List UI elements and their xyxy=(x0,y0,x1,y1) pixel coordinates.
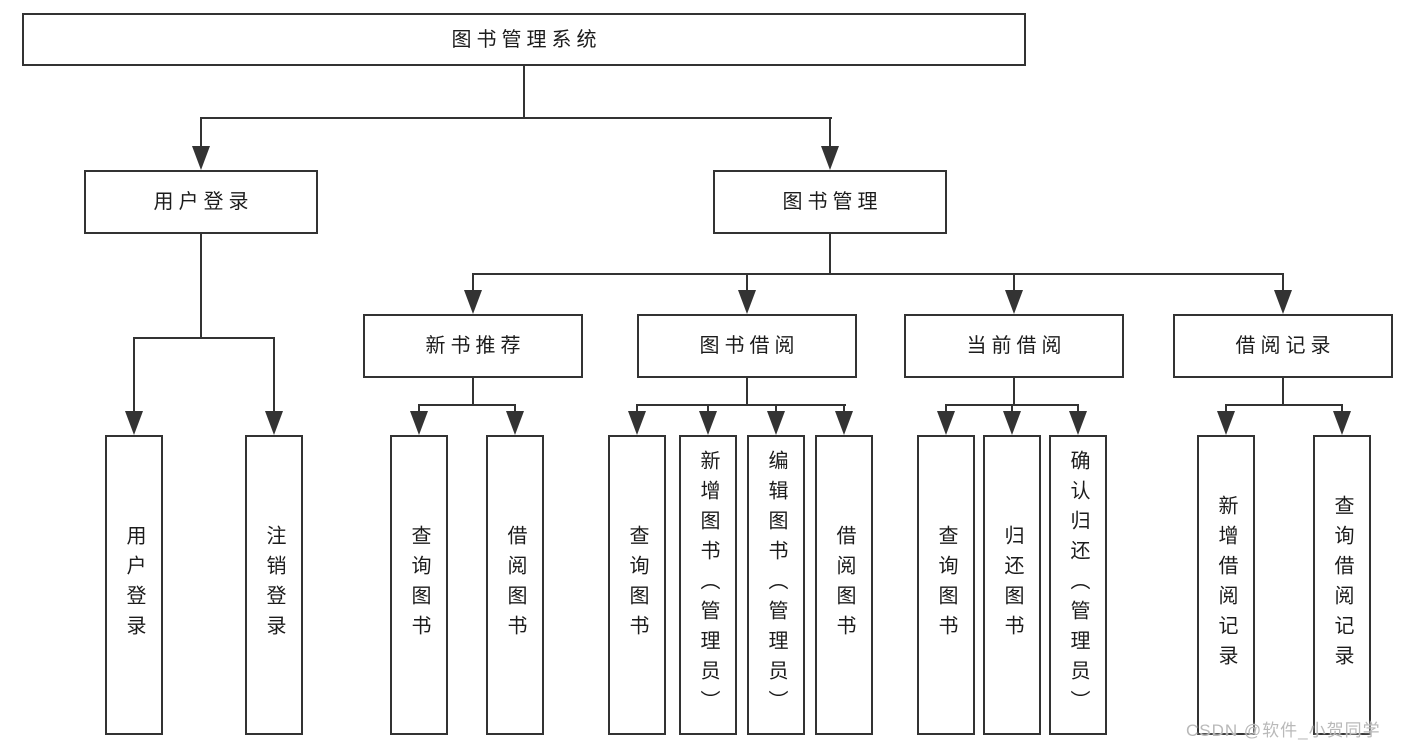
connector-line xyxy=(1341,404,1343,411)
leaf-query-books: 查询图书 xyxy=(917,435,975,735)
connector-line xyxy=(1225,404,1227,411)
connector-line xyxy=(636,404,638,411)
connector-line xyxy=(418,404,420,411)
arrow-down-icon xyxy=(767,411,785,435)
connector-line xyxy=(829,117,831,146)
arrow-down-icon xyxy=(821,146,839,170)
connector-line xyxy=(133,337,275,339)
leaf-query-books: 查询图书 xyxy=(608,435,666,735)
arrow-down-icon xyxy=(835,411,853,435)
arrow-down-icon xyxy=(464,290,482,314)
connector-line xyxy=(472,273,1284,275)
connector-line xyxy=(707,404,709,411)
leaf-logout: 注销登录 xyxy=(245,435,303,735)
connector-line xyxy=(1077,404,1079,411)
arrow-down-icon xyxy=(410,411,428,435)
connector-line xyxy=(843,404,845,411)
arrow-down-icon xyxy=(1217,411,1235,435)
node-book-borrowing: 图书借阅 xyxy=(637,314,857,378)
connector-line xyxy=(1011,404,1013,411)
connector-line xyxy=(1282,378,1284,405)
leaf-borrow-books: 借阅图书 xyxy=(486,435,544,735)
connector-line xyxy=(133,337,135,411)
connector-line xyxy=(775,404,777,411)
arrow-down-icon xyxy=(628,411,646,435)
leaf-borrow-books: 借阅图书 xyxy=(815,435,873,735)
leaf-user-login: 用户登录 xyxy=(105,435,163,735)
watermark: CSDN @软件_小贺同学 xyxy=(1186,721,1381,740)
arrow-down-icon xyxy=(1274,290,1292,314)
connector-line xyxy=(472,273,474,290)
leaf-edit-books-admin: 编辑图书（管理员） xyxy=(747,435,805,735)
connector-line xyxy=(1282,273,1284,290)
arrow-down-icon xyxy=(738,290,756,314)
connector-line xyxy=(1013,378,1015,405)
node-borrowing-records: 借阅记录 xyxy=(1173,314,1393,378)
connector-line xyxy=(472,378,474,405)
arrow-down-icon xyxy=(1005,290,1023,314)
connector-line xyxy=(636,404,846,406)
arrow-down-icon xyxy=(699,411,717,435)
node-current-borrowing: 当前借阅 xyxy=(904,314,1124,378)
connector-line xyxy=(200,117,832,119)
arrow-down-icon xyxy=(1003,411,1021,435)
node-library-system: 图书管理系统 xyxy=(22,13,1026,66)
arrow-down-icon xyxy=(265,411,283,435)
arrow-down-icon xyxy=(192,146,210,170)
leaf-query-borrow-record: 查询借阅记录 xyxy=(1313,435,1371,735)
connector-line xyxy=(829,234,831,274)
leaf-add-borrow-record: 新增借阅记录 xyxy=(1197,435,1255,735)
leaf-return-books: 归还图书 xyxy=(983,435,1041,735)
connector-line xyxy=(523,66,525,119)
leaf-confirm-return-admin: 确认归还（管理员） xyxy=(1049,435,1107,735)
connector-line xyxy=(418,404,516,406)
connector-line xyxy=(1013,273,1015,290)
connector-line xyxy=(200,234,202,338)
arrow-down-icon xyxy=(937,411,955,435)
connector-line xyxy=(1225,404,1343,406)
arrow-down-icon xyxy=(1069,411,1087,435)
leaf-add-books-admin: 新增图书（管理员） xyxy=(679,435,737,735)
connector-line xyxy=(514,404,516,411)
connector-line xyxy=(746,273,748,290)
connector-line xyxy=(945,404,947,411)
connector-line xyxy=(273,337,275,411)
node-user-login: 用户登录 xyxy=(84,170,318,234)
leaf-query-books: 查询图书 xyxy=(390,435,448,735)
arrow-down-icon xyxy=(506,411,524,435)
arrow-down-icon xyxy=(1333,411,1351,435)
connector-line xyxy=(200,117,202,146)
arrow-down-icon xyxy=(125,411,143,435)
connector-line xyxy=(746,378,748,405)
node-book-management: 图书管理 xyxy=(713,170,947,234)
node-new-book-recommendation: 新书推荐 xyxy=(363,314,583,378)
